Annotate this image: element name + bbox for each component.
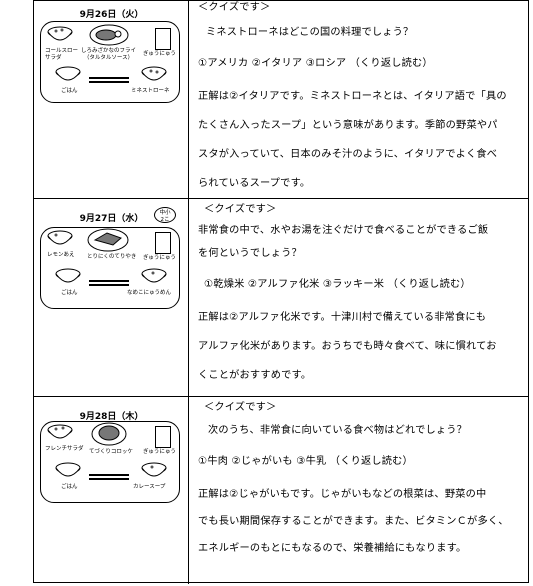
quiz-cell: ＜クイズです＞ 次のうち、非常食に向いている食べ物はどれでしょう？ ①牛肉 ②じ…: [190, 397, 528, 584]
quiz-choices: ①乾燥米 ②アルファ化米 ③ラッキー米 （くり返し読む）: [204, 279, 471, 290]
rice-label: ごはん: [61, 88, 78, 94]
soup-label: なめこにゅうめん: [127, 290, 172, 296]
day-row: 9月26日（火） コールスロー サラダ しろみざかなのフライ （タルタルソース）…: [34, 1, 528, 199]
quiz-title: ＜クイズです＞: [198, 2, 271, 13]
day-row: 9月27日（水） 中小 2こ レモンあえ とりにくのてりやき ぎゅうにゅう ごは…: [34, 199, 528, 397]
fish-fry-plate-icon: [89, 24, 129, 46]
answer-line: 正解は②アルファ化米です。十津川村で備えている非常食にも: [198, 312, 487, 323]
badge-note: 中小 2こ: [154, 207, 176, 223]
menu-cell: 9月26日（火） コールスロー サラダ しろみざかなのフライ （タルタルソース）…: [34, 1, 189, 198]
answer-line: くことがおすすめです。: [198, 370, 312, 381]
milk-carton-icon: [155, 28, 171, 50]
menu-cell: 9月27日（水） 中小 2こ レモンあえ とりにくのてりやき ぎゅうにゅう ごは…: [34, 199, 189, 396]
salad-label: レモンあえ: [47, 252, 75, 258]
soup-bowl-icon: [141, 66, 167, 81]
day-row: 9月28日（木） フレンチサラダ てづくりコロッケ ぎゅうにゅう ごはん カレー…: [34, 397, 528, 584]
croquette-plate-icon: [91, 422, 127, 446]
salad-label: コールスロー サラダ: [45, 48, 79, 61]
menu-date: 9月26日（火）: [79, 10, 144, 20]
quiz-cell: ＜クイズです＞ ミネストローネはどこの国の料理でしょう？ ①アメリカ ②イタリア…: [190, 1, 528, 198]
main-dish-label: とりにくのてりやき: [87, 254, 137, 260]
drink-label: ぎゅうにゅう: [143, 255, 176, 261]
quiz-question: ミネストローネはどこの国の料理でしょう？: [206, 27, 414, 38]
menu-date: 9月28日（木）: [79, 412, 144, 422]
salad-bowl-icon: [47, 26, 73, 41]
lunch-quiz-sheet: 9月26日（火） コールスロー サラダ しろみざかなのフライ （タルタルソース）…: [33, 0, 529, 584]
quiz-choices: ①牛肉 ②じゃがいも ③牛乳 （くり返し読む）: [198, 456, 413, 467]
chopsticks-icon: [89, 280, 129, 282]
lunch-tray: フレンチサラダ てづくりコロッケ ぎゅうにゅう ごはん カレースープ: [40, 421, 180, 503]
chicken-plate-icon: [87, 228, 129, 252]
soup-label: ミネストローネ: [131, 88, 170, 94]
chopsticks-icon: [89, 77, 129, 79]
quiz-title: ＜クイズです＞: [204, 204, 277, 215]
quiz-question: 非常食の中で、水やお湯を注ぐだけで食べることができるご飯: [198, 225, 489, 236]
salad-bowl-icon: [47, 424, 73, 439]
answer-line: エネルギーのもとにもなるので、栄養補給にもなります。: [198, 543, 467, 554]
salad-bowl-icon: [47, 230, 73, 245]
rice-bowl-icon: [55, 462, 81, 477]
soup-bowl-icon: [141, 462, 167, 477]
chopsticks-icon: [89, 474, 129, 476]
menu-date: 9月27日（水）: [79, 214, 144, 224]
answer-line: 正解は②じゃがいもです。じゃがいもなどの根菜は、野菜の中: [198, 489, 487, 500]
chopsticks-icon: [89, 284, 129, 286]
rice-bowl-icon: [55, 268, 81, 283]
soup-label: カレースープ: [133, 484, 166, 490]
main-dish-label: てづくりコロッケ: [89, 449, 133, 455]
answer-line: アルファ化米があります。おうちでも時々食べて、味に慣れてお: [198, 341, 497, 352]
lunch-tray: レモンあえ とりにくのてりやき ぎゅうにゅう ごはん なめこにゅうめん: [40, 227, 180, 309]
answer-line: られているスープです。: [198, 178, 311, 189]
drink-label: ぎゅうにゅう: [143, 51, 176, 57]
milk-carton-icon: [155, 426, 171, 448]
chopsticks-icon: [89, 478, 129, 480]
quiz-choices: ①アメリカ ②イタリア ③ロシア （くり返し読む）: [198, 58, 433, 69]
quiz-question: 次のうち、非常食に向いている食べ物はどれでしょう？: [208, 425, 468, 436]
rice-bowl-icon: [55, 66, 81, 81]
answer-line: スタが入っていて、日本のみそ汁のように、イタリアでよく食べ: [198, 149, 498, 160]
main-dish-label: しろみざかなのフライ （タルタルソース）: [81, 48, 137, 61]
quiz-question: を何というでしょう？: [198, 248, 302, 259]
rice-label: ごはん: [61, 290, 78, 296]
answer-line: 正解は②イタリアです。ミネストローネとは、イタリア語で「具の: [198, 91, 507, 102]
drink-label: ぎゅうにゅう: [143, 449, 176, 455]
rice-label: ごはん: [61, 484, 78, 490]
lunch-tray: コールスロー サラダ しろみざかなのフライ （タルタルソース） ぎゅうにゅう ご…: [40, 21, 180, 103]
milk-carton-icon: [155, 232, 171, 254]
menu-cell: 9月28日（木） フレンチサラダ てづくりコロッケ ぎゅうにゅう ごはん カレー…: [34, 397, 189, 584]
quiz-title: ＜クイズです＞: [204, 402, 277, 413]
answer-line: たくさん入ったスープ」という意味があります。季節の野菜やパ: [198, 120, 498, 131]
salad-label: フレンチサラダ: [45, 446, 84, 452]
answer-line: でも長い期間保存することができます。また、ビタミンＣが多く、: [198, 516, 509, 527]
chopsticks-icon: [89, 81, 129, 83]
quiz-cell: ＜クイズです＞ 非常食の中で、水やお湯を注ぐだけで食べることができるご飯 を何と…: [190, 199, 528, 396]
soup-bowl-icon: [141, 268, 167, 283]
